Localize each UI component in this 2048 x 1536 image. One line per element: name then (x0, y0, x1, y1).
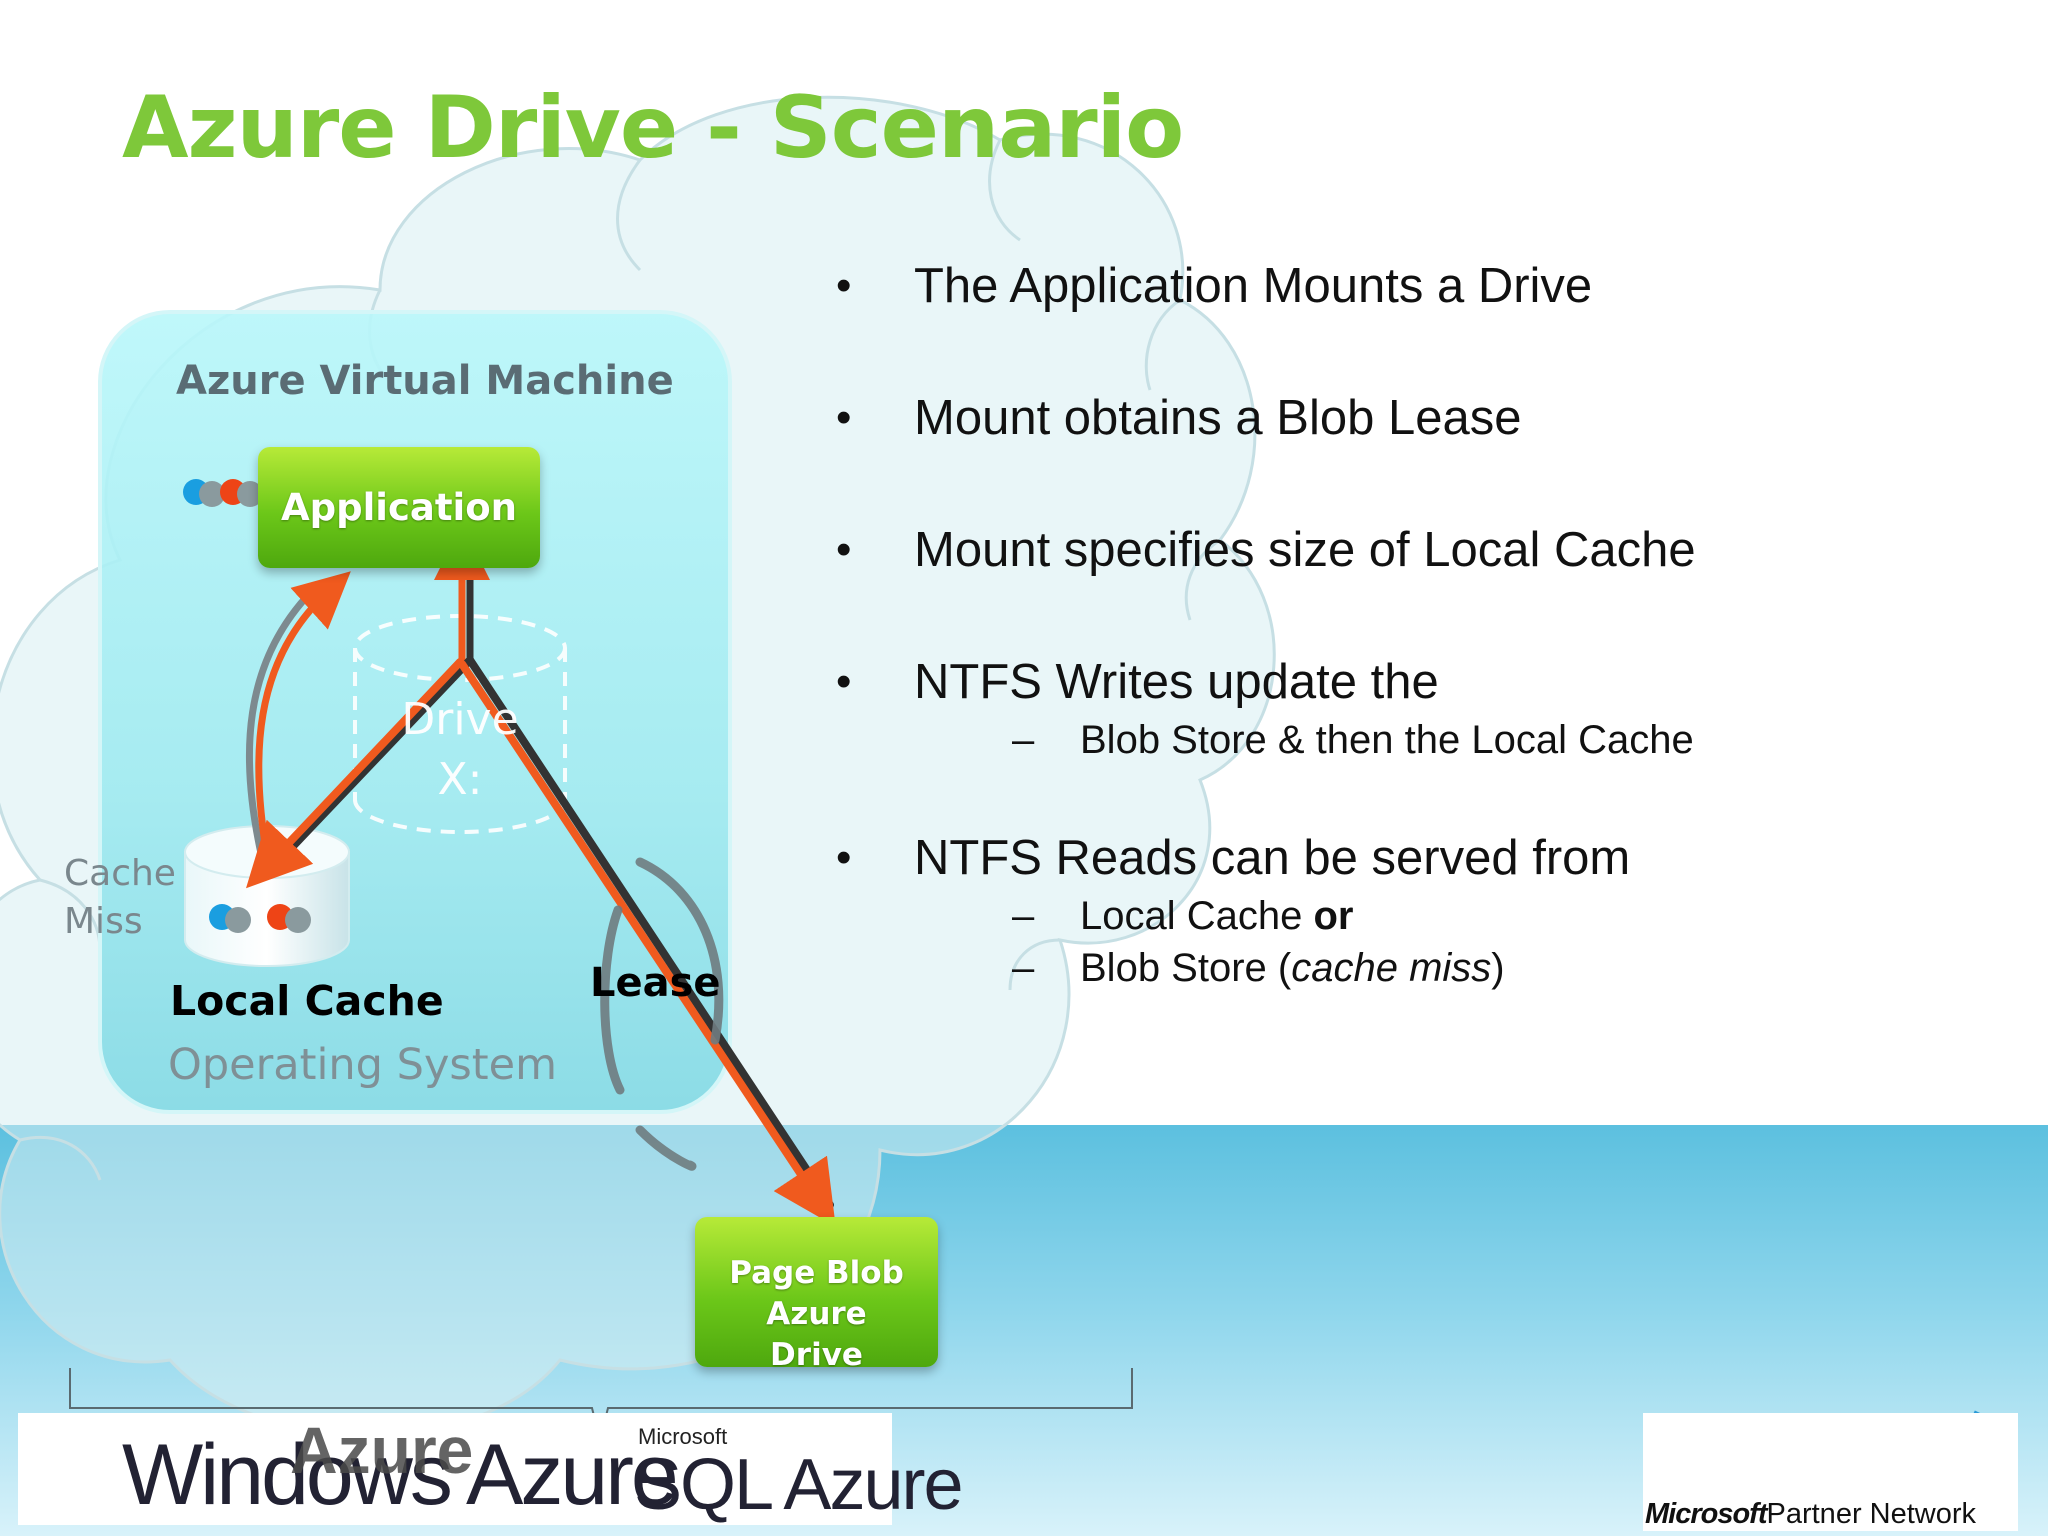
bullet-text: Mount specifies size of Local Cache (914, 523, 1696, 577)
bullet-item: • The Application Mounts a Drive (836, 250, 2016, 322)
partner-logo-bar (1643, 1413, 2018, 1531)
sub-item-text: Blob Store & then the Local Cache (1080, 718, 1694, 762)
os-label: Operating System (168, 1040, 557, 1090)
sub-list: – Blob Store & then the Local Cache (914, 714, 2016, 766)
lease-label: Lease (590, 960, 721, 1006)
sub-dash: – (1012, 894, 1035, 938)
bullet-dot: • (836, 833, 852, 882)
flow-arrows (245, 524, 836, 1227)
bullet-list: • The Application Mounts a Drive • Mount… (836, 250, 2016, 994)
vm-label: Azure Virtual Machine (176, 358, 674, 404)
bullet-text: NTFS Writes update the (914, 655, 1439, 709)
sub-list: – Local Cache or – Blob Store (cache mis… (914, 890, 2016, 994)
windows-azure-logo: Windows Azure (122, 1427, 679, 1523)
bullet-dot: • (836, 393, 852, 442)
page-blob-line2: Azure (766, 1296, 867, 1332)
cache-miss-line1: Cache (64, 853, 176, 894)
bullet-text: NTFS Reads can be served from (914, 831, 1631, 885)
sub-item-after: ) (1491, 946, 1505, 990)
drive-label-line1: Drive (401, 694, 519, 745)
sub-item-bold: or (1313, 894, 1354, 938)
cache-miss-label: Cache Miss (64, 850, 176, 946)
sub-dash: – (1012, 718, 1035, 762)
local-cache-label: Local Cache (170, 977, 444, 1025)
page-blob-box: Page Blob Azure Drive (695, 1217, 938, 1373)
mpn-brand: Microsoft (1645, 1498, 1767, 1530)
sub-item-text: Blob Store ( (1080, 946, 1292, 990)
drive-label: Drive X: (380, 690, 540, 810)
application-box: Application (258, 447, 540, 568)
sub-item: – Blob Store & then the Local Cache (914, 714, 2016, 766)
data-dots-application (183, 479, 263, 507)
sub-item-italic: cache miss (1291, 946, 1492, 990)
bullet-item: • NTFS Writes update the – Blob Store & … (836, 646, 2016, 766)
bullet-item: • NTFS Reads can be served from – Local … (836, 822, 2016, 994)
cache-miss-line2: Miss (64, 901, 143, 942)
application-label: Application (280, 486, 517, 529)
bullet-dot: • (836, 657, 852, 706)
page-blob-line1: Page Blob (729, 1255, 904, 1291)
lease-cycle-arrows (600, 857, 724, 1171)
sub-dash: – (1012, 946, 1035, 990)
drive-label-line2: X: (437, 754, 483, 805)
partner-network-logo: MicrosoftPartner Network (1645, 1498, 1976, 1531)
bullet-text: The Application Mounts a Drive (914, 259, 1593, 313)
bullet-text: Mount obtains a Blob Lease (914, 391, 1522, 445)
data-dots-cache (209, 904, 311, 933)
bullet-dot: • (836, 525, 852, 574)
sub-item: – Blob Store (cache miss) (914, 942, 2016, 994)
sub-item: – Local Cache or (914, 890, 2016, 942)
mpn-rest: Partner Network (1766, 1498, 1977, 1530)
bullet-item: • Mount specifies size of Local Cache (836, 514, 2016, 586)
microsoft-small-text: Microsoft (638, 1424, 728, 1449)
sql-azure-logo: SQL Azure (634, 1445, 964, 1525)
sub-item-text: Local Cache (1080, 894, 1314, 938)
bullet-dot: • (836, 261, 852, 310)
footer-logo-bar (18, 1413, 892, 1525)
bullet-item: • Mount obtains a Blob Lease (836, 382, 2016, 454)
slide-title: Azure Drive - Scenario (122, 78, 1184, 178)
page-blob-line3: Drive (770, 1337, 863, 1373)
azure-overlay-text: Azure (290, 1413, 474, 1487)
